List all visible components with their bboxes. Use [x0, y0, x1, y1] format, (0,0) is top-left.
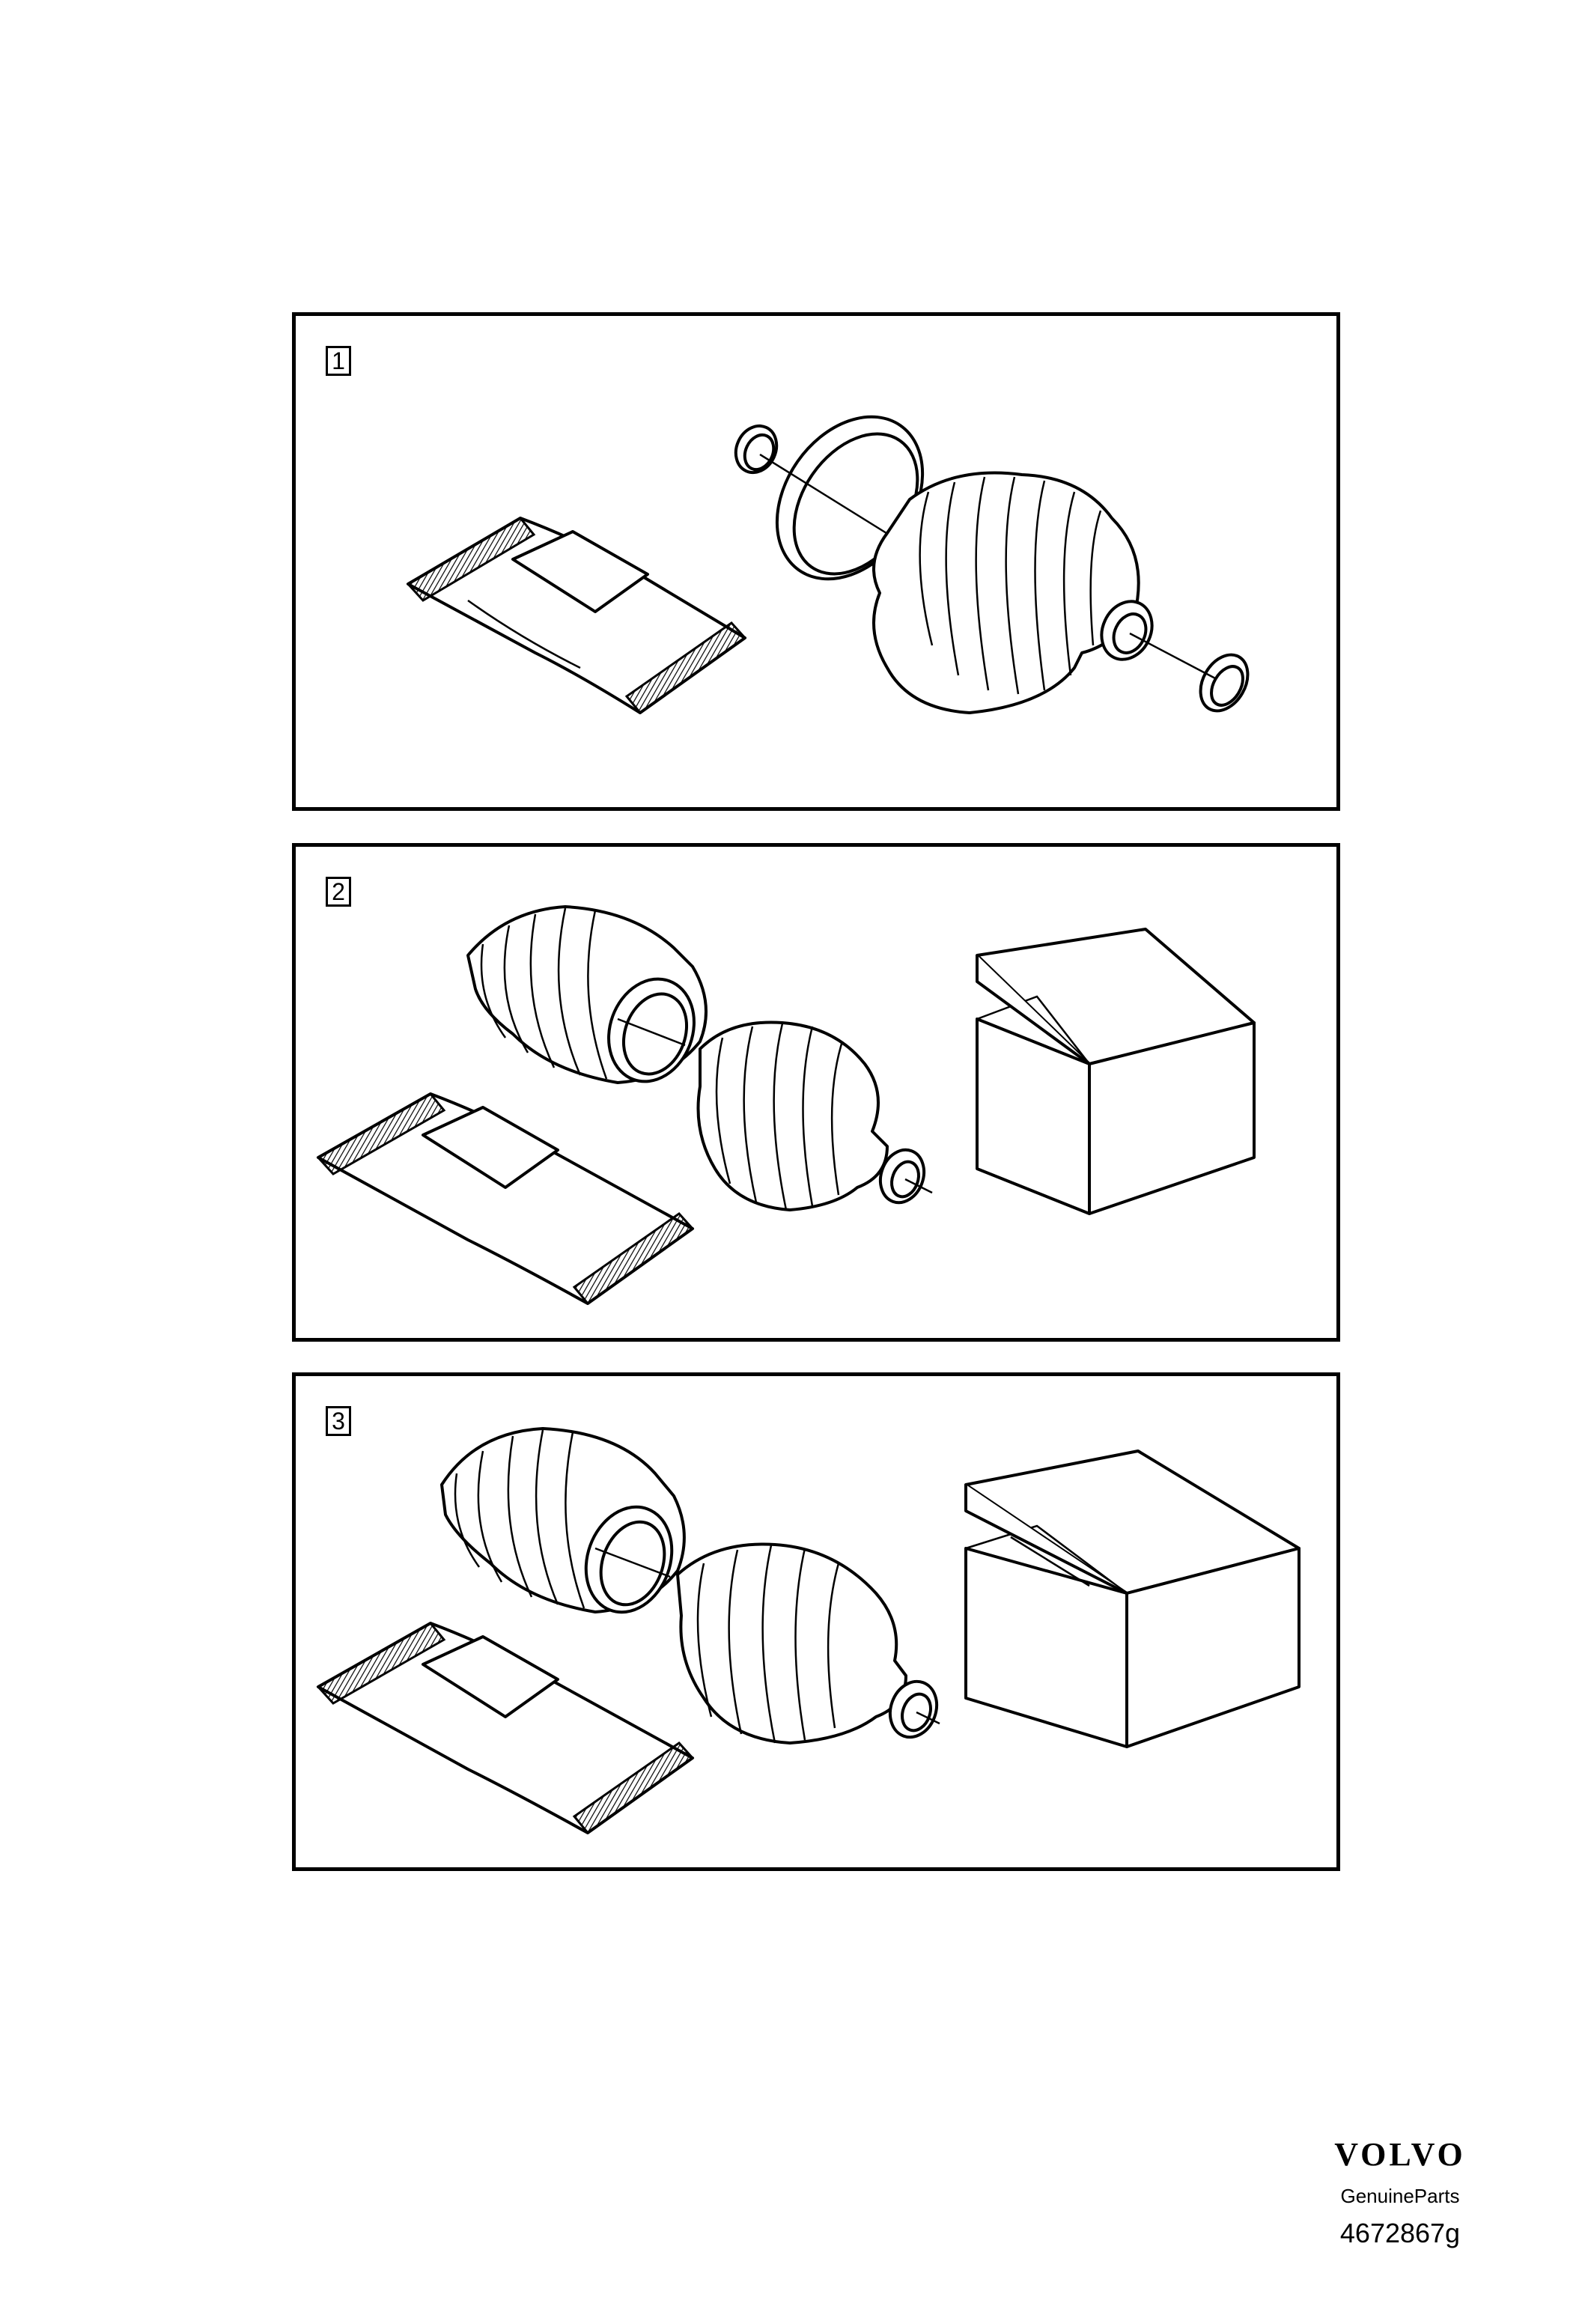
clamp-small-ring-right: [1199, 653, 1250, 713]
cv-joint-boot-inner: [696, 1020, 926, 1211]
grease-sachet: [316, 1092, 695, 1306]
callout-number-3: 3: [326, 1406, 351, 1436]
clamp-small-ring-left: [734, 424, 779, 475]
axis-line: [594, 1547, 671, 1578]
axis-line-2: [916, 1711, 940, 1725]
callout-number-1: 1: [326, 346, 351, 376]
callout-number-2: 2: [326, 877, 351, 907]
packaging-box: [964, 1450, 1301, 1748]
cv-joint-boot-outer: [440, 1427, 686, 1614]
grease-sachet: [406, 517, 747, 715]
kit-illustration-2: [316, 905, 1256, 1306]
kit-illustration-1: [406, 415, 1250, 715]
axis-line-2: [1129, 632, 1217, 681]
brand-tagline: GenuineParts: [1340, 2185, 1460, 2207]
grease-sachet: [316, 1622, 695, 1835]
cv-joint-boot-inner: [676, 1542, 939, 1744]
illustration-reference-number: 4672867g: [1339, 2218, 1461, 2248]
volvo-logo: VOLVO: [1334, 2136, 1466, 2173]
kit-illustration-3: [316, 1427, 1301, 1835]
cv-joint-boot: [872, 471, 1154, 714]
axis-line: [617, 1017, 686, 1047]
axis-line-2: [904, 1178, 933, 1194]
kit-panel-2: 2: [292, 843, 1340, 1342]
axis-line: [759, 453, 899, 542]
cv-joint-boot-outer: [466, 905, 708, 1084]
packaging-box: [976, 928, 1256, 1215]
kit-panel-3: 3: [292, 1372, 1340, 1871]
kit-panel-1: 1: [292, 312, 1340, 811]
